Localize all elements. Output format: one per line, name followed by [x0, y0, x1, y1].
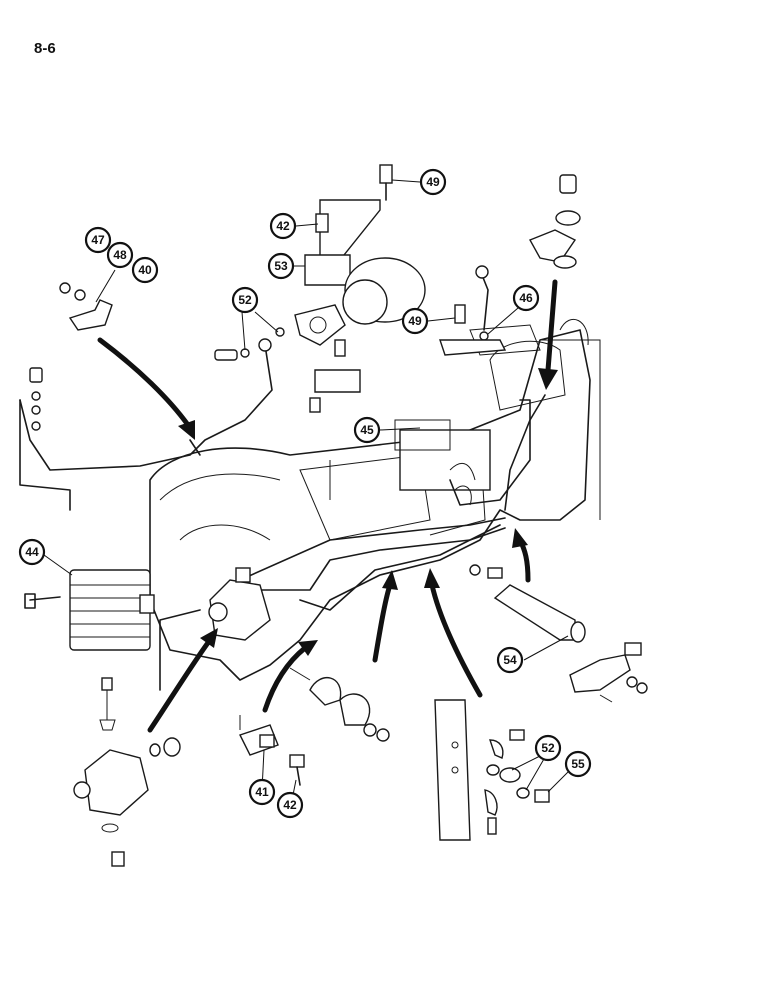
callout-54: 54 [496, 646, 524, 674]
fitting-group-52-top [214, 327, 285, 361]
callout-47: 47 [84, 226, 112, 254]
callout-48: 48 [106, 241, 134, 269]
clamp-bracket [239, 667, 390, 786]
hydraulic-pump-mounted [208, 567, 271, 641]
svg-text:48: 48 [113, 248, 127, 262]
callout-40: 40 [131, 256, 159, 284]
callout-49-mid: 49 [401, 307, 429, 335]
callout-52-bottom: 52 [534, 734, 562, 762]
filter-assembly [294, 164, 426, 413]
banjo-fitting-top-right [529, 174, 581, 269]
fitting-group-40 [59, 282, 113, 331]
svg-text:55: 55 [571, 757, 585, 771]
svg-text:41: 41 [255, 785, 269, 799]
callout-45: 45 [353, 416, 381, 444]
svg-text:47: 47 [91, 233, 105, 247]
svg-text:44: 44 [25, 545, 39, 559]
oil-cooler [24, 569, 155, 651]
svg-text:52: 52 [238, 293, 252, 307]
svg-text:49: 49 [408, 314, 422, 328]
transmission-housing [149, 318, 601, 681]
svg-text:54: 54 [503, 653, 517, 667]
page-number: 8-6 [34, 40, 56, 57]
frame-bracket-right [434, 699, 550, 841]
callout-42-top: 42 [269, 212, 297, 240]
callout-49-top: 49 [419, 168, 447, 196]
callout-46: 46 [512, 284, 540, 312]
svg-text:49: 49 [426, 175, 440, 189]
pointer-arrows [97, 279, 558, 733]
svg-text:46: 46 [519, 291, 533, 305]
callout-52-top: 52 [231, 286, 259, 314]
svg-text:52: 52 [541, 741, 555, 755]
hydraulic-lines [19, 344, 546, 691]
svg-text:42: 42 [283, 798, 297, 812]
callout-55: 55 [564, 750, 592, 778]
callout-41: 41 [248, 778, 276, 806]
callout-53: 53 [267, 252, 295, 280]
svg-text:45: 45 [360, 423, 374, 437]
hydraulic-pump-exploded [73, 677, 181, 867]
dipstick [439, 265, 507, 356]
callout-42-bottom: 42 [276, 791, 304, 819]
svg-text:40: 40 [138, 263, 152, 277]
svg-text:42: 42 [276, 219, 290, 233]
callout-44: 44 [18, 538, 46, 566]
hitch-pin [469, 564, 648, 703]
svg-text:53: 53 [274, 259, 288, 273]
bolt-left-top [29, 367, 43, 431]
